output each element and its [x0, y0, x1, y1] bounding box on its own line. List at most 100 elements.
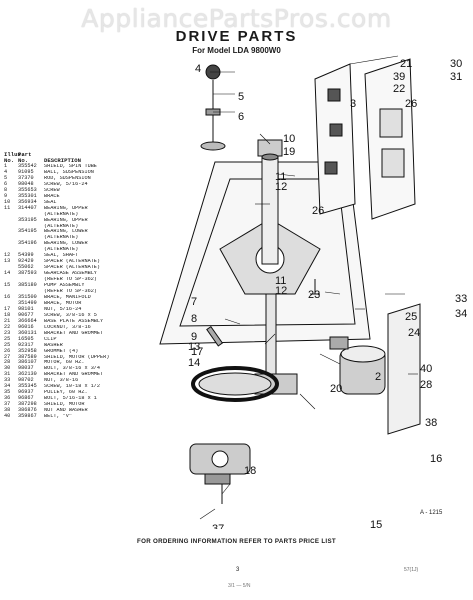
row-part-no: 354195 — [18, 228, 37, 235]
row-part-no: 355542 — [18, 163, 37, 169]
page-title: DRIVE PARTS — [175, 28, 298, 45]
callout-label: 14 — [188, 357, 200, 369]
row-part-no: 359867 — [18, 413, 37, 420]
callout-label: 7 — [191, 296, 197, 308]
row-part-no: 351499 — [18, 299, 37, 306]
row-illus-no: 25 — [4, 341, 11, 348]
row-description: NUT, 5/16-24 — [44, 306, 82, 312]
row-illus-no: 17 — [4, 305, 11, 312]
callout-label: 33 — [455, 293, 467, 305]
header-illus: Illus. No. — [4, 152, 24, 164]
row-illus-no: 30 — [4, 365, 11, 372]
callout-label: 19 — [283, 146, 295, 158]
row-illus-no: 9 — [4, 192, 8, 199]
row-part-no: 90677 — [18, 311, 34, 318]
row-illus-no: 12 — [4, 252, 11, 259]
table-row: 28 386107 MOTOR, 60 HZ. — [4, 360, 154, 366]
row-description: SPACER (ALTERNATE) — [44, 259, 101, 265]
figure-reference: A - 1215 — [420, 510, 443, 516]
gearcase-shaft — [265, 293, 277, 385]
callout-label: 2 — [375, 371, 381, 383]
table-row: 13 92429 SPACER (ALTERNATE) — [4, 258, 154, 265]
motor — [329, 336, 386, 395]
row-illus-no: 5 — [4, 174, 8, 181]
row-illus-no: 27 — [4, 353, 11, 360]
row-part-no: 16505 — [18, 335, 34, 342]
callout-label: 18 — [244, 465, 256, 477]
row-part-no: 92429 — [18, 258, 34, 265]
row-description: GROMMET (4) — [44, 348, 79, 354]
row-illus-no: 13 — [4, 258, 11, 265]
motor-shield — [387, 303, 421, 435]
row-description: (REFER TO SP-362) — [44, 289, 97, 295]
row-description: SHIELD, SPIN TUBE — [44, 164, 97, 169]
row-description: MOTOR, 60 HZ. — [44, 360, 85, 366]
row-illus-no: 36 — [4, 395, 11, 402]
row-description: BRACE, MANIFOLD — [44, 294, 91, 300]
callout-label: 30 — [450, 58, 462, 70]
row-part-no: 54399 — [18, 252, 34, 259]
row-illus-no: 4 — [4, 168, 8, 175]
row-part-no: 386107 — [18, 359, 37, 366]
callout-label: 12 — [275, 181, 287, 193]
row-illus-no: 38 — [4, 407, 11, 414]
row-part-no: 362130 — [18, 371, 37, 378]
row-description: BEARING, UPPER — [44, 217, 88, 223]
row-description: ROD, SUSPENSION — [44, 175, 91, 181]
callout-label: 11 — [275, 275, 286, 287]
callout-label: 12 — [275, 285, 287, 297]
upper-shield — [314, 63, 356, 215]
callout-label: 13 — [188, 341, 200, 353]
row-description: BEARING, LOWER — [44, 241, 88, 247]
callout-label: 17 — [191, 346, 203, 358]
row-part-no: 96016 — [18, 323, 34, 330]
callout-label: 39 — [393, 71, 405, 83]
row-description: (ALTERNATE) — [44, 223, 79, 229]
row-illus-no: 11 — [4, 204, 11, 211]
row-description: SEAL, SHAFT — [44, 253, 79, 259]
page-number: 3 — [236, 567, 240, 573]
table-row: 354196 BEARING, LOWER — [4, 240, 154, 247]
callout-label: 21 — [400, 58, 412, 70]
callout-label: 20 — [330, 383, 342, 395]
row-part-no: 96867 — [18, 395, 34, 402]
table-row: (ALTERNATE) — [4, 212, 154, 218]
row-illus-no: 28 — [4, 359, 11, 366]
callout-label: 37 — [212, 523, 224, 529]
row-description: NUT AND WASHER — [44, 408, 88, 414]
row-part-no: 355345 — [18, 383, 37, 390]
row-description: BOLT, 5/16-18 x 1 — [44, 396, 97, 402]
row-illus-no: 1 — [4, 163, 8, 169]
callout-label: 5 — [238, 91, 244, 103]
header-part: Part No. — [18, 152, 44, 164]
table-row: (ALTERNATE) — [4, 224, 154, 230]
row-description: SCREW — [44, 187, 60, 193]
row-part-no: 354196 — [18, 240, 37, 247]
row-illus-no: 15 — [4, 282, 11, 289]
row-illus-no: 37 — [4, 401, 11, 408]
row-description: (REFER TO SP-362) — [44, 277, 97, 283]
row-part-no: 98702 — [18, 377, 34, 384]
header-description: DESCRIPTION — [44, 152, 154, 164]
row-description: WASHER — [44, 342, 63, 348]
table-row: (ALTERNATE) — [4, 235, 154, 241]
header-illus-line2: No. — [4, 157, 15, 164]
callout-label: 4 — [195, 63, 201, 75]
